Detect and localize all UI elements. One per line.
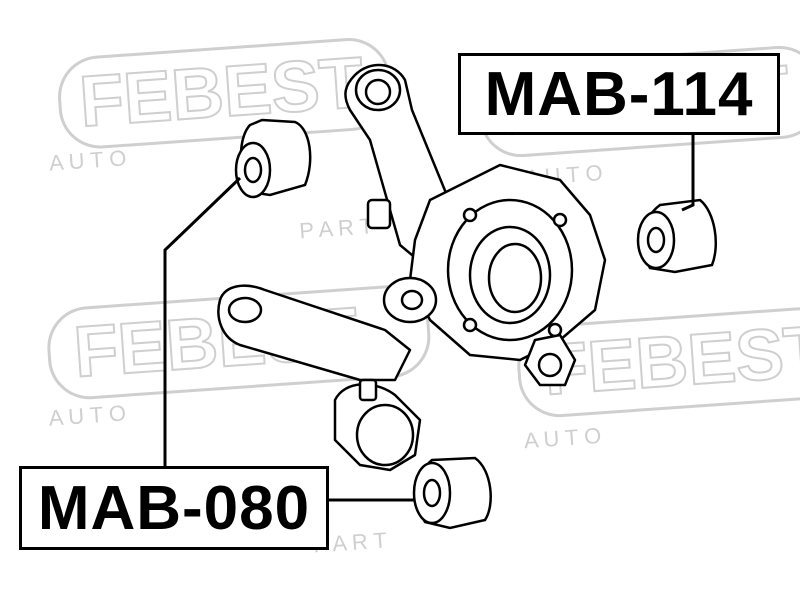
hub-bore-inner <box>487 242 543 314</box>
upper-arm-eye-inner <box>364 78 392 106</box>
watermark-4: FEBEST A U T O <box>517 307 800 453</box>
watermark-tagline: A U T O <box>48 145 127 175</box>
bolt-hole <box>462 207 478 223</box>
bushing-bore <box>243 156 263 184</box>
watermark-tagline: P A R T <box>299 213 374 243</box>
watermark-brand: FEBEST <box>77 43 366 143</box>
bushing-bottom <box>412 456 492 530</box>
watermark-tagline: A U T O <box>523 423 602 453</box>
lower-arm <box>217 284 412 382</box>
bolt-hole <box>462 317 478 333</box>
part-number-label: MAB-114 <box>458 53 780 135</box>
watermark-tagline: A U T O <box>48 400 127 430</box>
lower-mount-pin <box>358 378 378 402</box>
bushing-top-left <box>234 118 312 199</box>
watermark-1: FEBEST A U T O P A R T <box>48 38 392 243</box>
leader-line-080-upper <box>163 176 242 466</box>
leader-line-114 <box>681 135 695 212</box>
bushing-right <box>636 198 718 274</box>
steering-knuckle <box>217 63 607 472</box>
bushing-bore <box>646 226 666 254</box>
lower-mount-eye <box>355 403 415 467</box>
bushing-bore <box>422 478 442 508</box>
upper-arm-boss <box>366 198 392 230</box>
part-number-label: MAB-080 <box>19 466 329 550</box>
bolt-hole <box>552 212 568 228</box>
lower-arm-eye <box>227 296 263 324</box>
bracket-eye <box>537 352 563 378</box>
watermark-brand: FEBEST <box>541 311 800 411</box>
leader-lines <box>163 135 695 502</box>
knuckle-boss-inner <box>400 289 424 311</box>
